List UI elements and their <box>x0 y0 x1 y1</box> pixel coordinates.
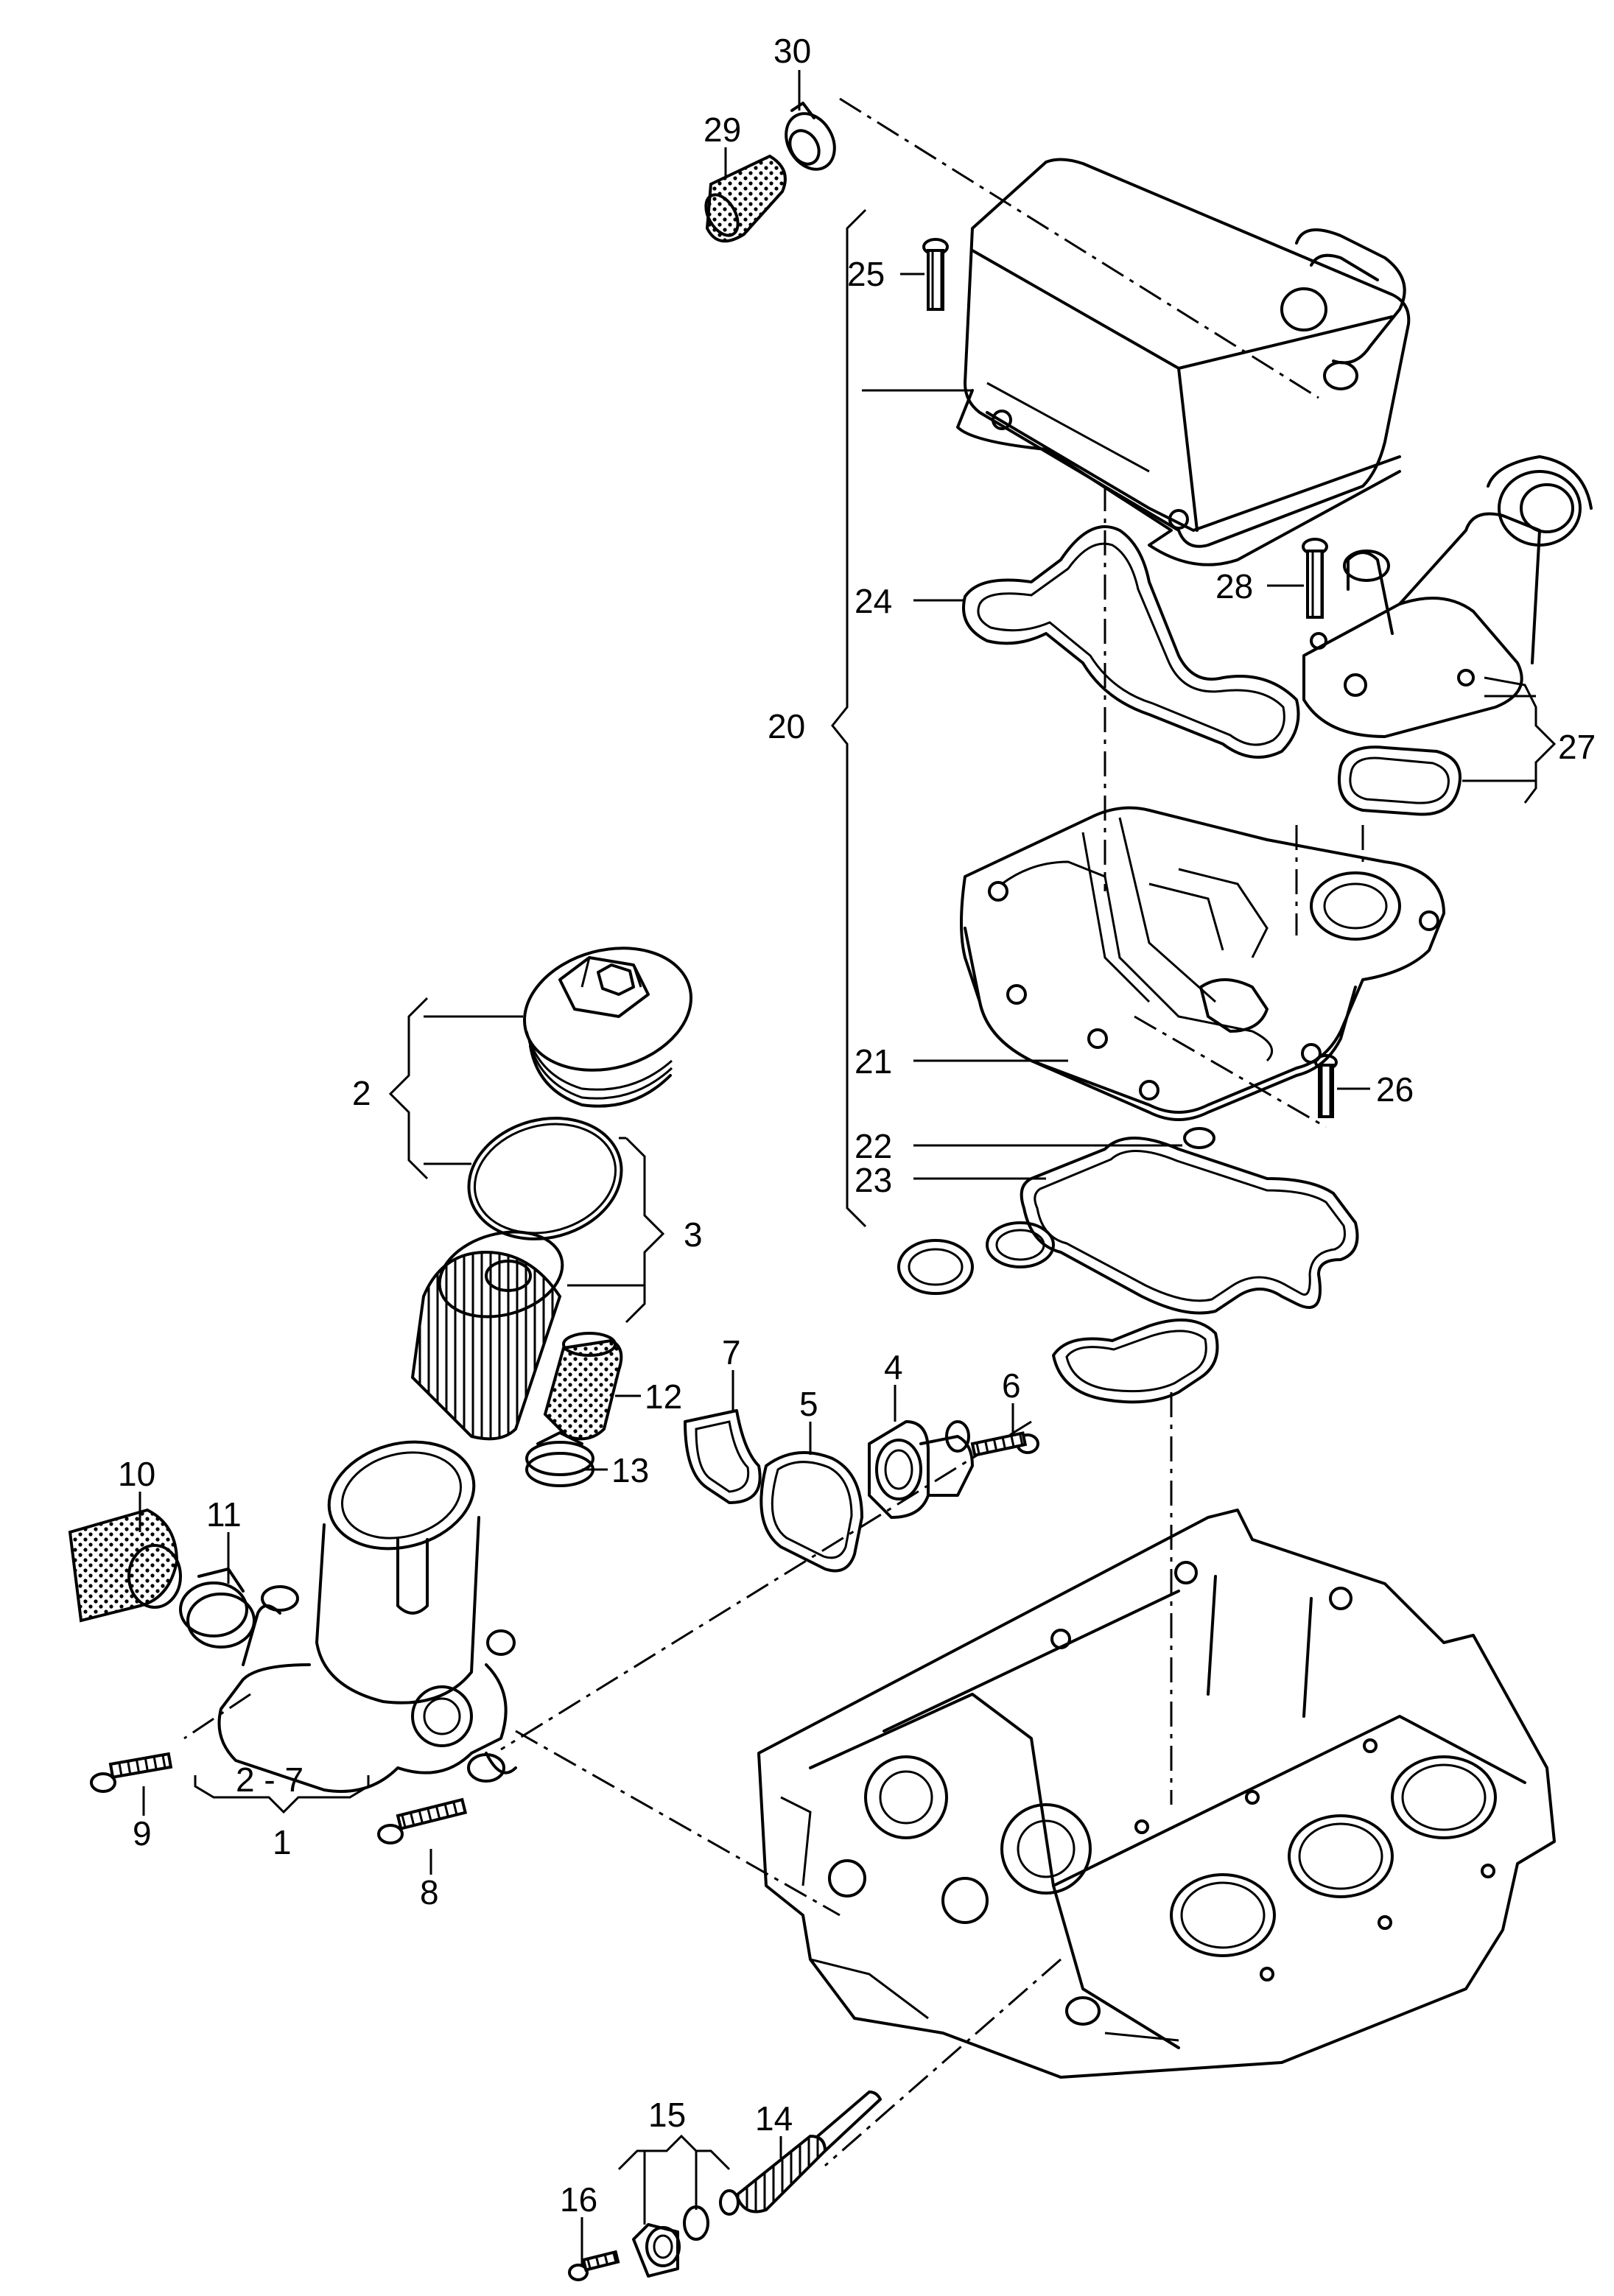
callout-27: 27 <box>1558 728 1596 766</box>
callout-22: 22 <box>855 1127 892 1165</box>
part-26-bolt <box>1314 1054 1338 1118</box>
part-8-bolt <box>377 1797 468 1844</box>
callout-24: 24 <box>855 582 892 620</box>
part-27-seal <box>1338 745 1462 816</box>
part-24-gasket <box>962 525 1300 759</box>
callout-8: 8 <box>420 1873 439 1911</box>
part-23-gasket <box>897 1137 1359 1404</box>
part-20-oil-cooler <box>956 158 1411 566</box>
callout-26: 26 <box>1376 1070 1414 1109</box>
part-25-bolt <box>922 238 949 311</box>
engine-block <box>757 1509 1556 2079</box>
part-7-gasket <box>684 1409 762 1504</box>
callout-6: 6 <box>1002 1366 1021 1405</box>
part-3-filter-element <box>410 1230 564 1441</box>
part-2-o-ring-inner <box>473 1123 617 1235</box>
callout-4: 4 <box>884 1348 903 1386</box>
callout-12: 12 <box>645 1377 682 1416</box>
part-16-bolt <box>568 2250 620 2281</box>
callout-20: 20 <box>768 707 805 745</box>
leader-lines <box>138 70 1557 2265</box>
part-30-clamp <box>785 102 836 171</box>
part-13-clamp <box>525 1431 594 1487</box>
part-6-bolt <box>970 1431 1039 1458</box>
callout-2: 2 <box>352 1074 371 1112</box>
part-2-o-ring <box>467 1117 623 1240</box>
part-22-o-ring <box>1183 1127 1215 1149</box>
callout-7: 7 <box>722 1333 741 1372</box>
callout-11: 11 <box>206 1495 242 1534</box>
callout-28: 28 <box>1215 567 1253 605</box>
part-2-filter-cap <box>523 947 692 1108</box>
callout-29: 29 <box>704 110 741 149</box>
callout-14: 14 <box>755 2099 793 2138</box>
callout-30: 30 <box>773 32 811 70</box>
part-4-thermostat <box>868 1420 974 1519</box>
part-1-filter-housing <box>217 1440 517 1793</box>
part-5-gasket <box>759 1451 863 1573</box>
callout-10: 10 <box>118 1455 155 1493</box>
callout-21: 21 <box>855 1042 892 1081</box>
callout-2-7: 2 - 7 <box>236 1760 303 1799</box>
callout-1: 1 <box>273 1823 292 1861</box>
assembly-lines <box>183 97 1364 2167</box>
part-10-hose <box>68 1508 182 1623</box>
part-12-hose <box>543 1332 623 1441</box>
callout-9: 9 <box>133 1814 152 1853</box>
callout-3: 3 <box>684 1215 703 1254</box>
callout-labels: 30 29 25 24 28 20 27 21 26 22 23 2 3 1 2 … <box>118 32 1596 2219</box>
callout-23: 23 <box>855 1161 892 1199</box>
part-11-clamp <box>179 1567 256 1649</box>
part-28-bolt <box>1302 538 1328 619</box>
part-9-bolt <box>90 1752 173 1793</box>
callout-25: 25 <box>847 255 885 293</box>
part-29-hose <box>704 154 787 243</box>
part-14-valve <box>719 2090 882 2216</box>
callout-15: 15 <box>648 2096 686 2134</box>
callout-16: 16 <box>560 2180 597 2219</box>
callout-13: 13 <box>611 1451 649 1489</box>
part-27-housing <box>1302 455 1593 738</box>
part-21-adapter-plate <box>960 806 1445 1121</box>
callout-5: 5 <box>799 1385 818 1423</box>
